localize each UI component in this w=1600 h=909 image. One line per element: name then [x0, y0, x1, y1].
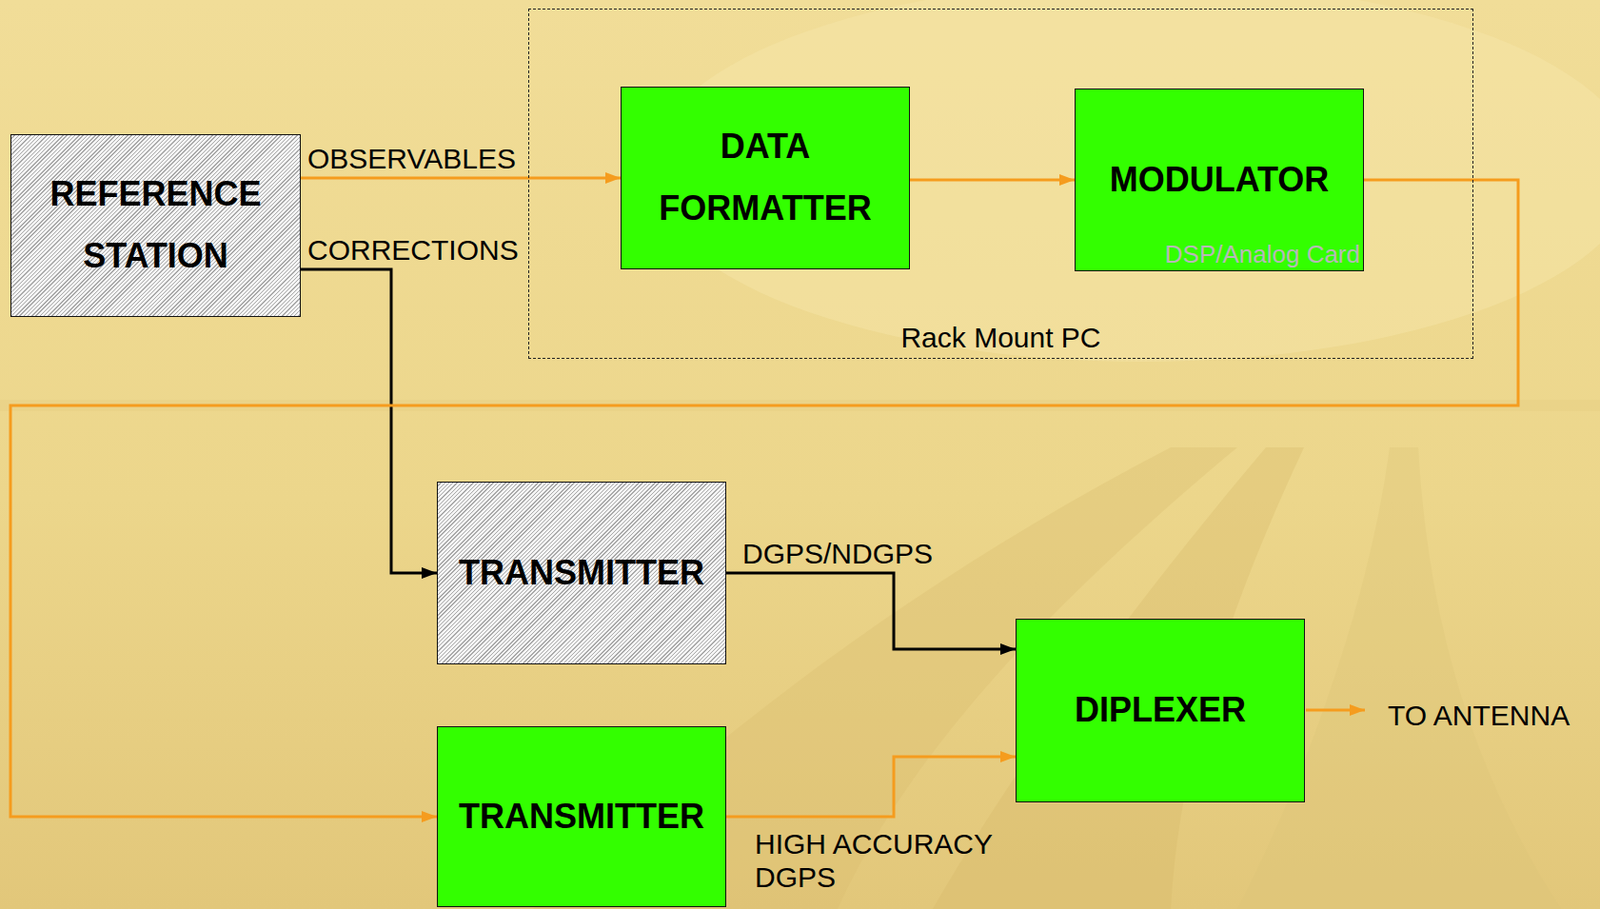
transmitter-box: TRANSMITTER — [436, 481, 727, 665]
box-title: REFERENCE STATION — [29, 163, 282, 288]
signal-label: DGPS/NDGPS — [742, 537, 933, 572]
rack-pc-region: Rack Mount PC DATA FORMATTER MODULATOR DSP/… — [528, 8, 1474, 359]
box-title: DIPLEXER — [1074, 679, 1246, 742]
signal-label: CORRECTIONS — [307, 234, 519, 268]
modulator-box: MODULATOR DSP/Analog Card — [1074, 88, 1364, 272]
box-title: TRANSMITTER — [458, 542, 705, 605]
reference-station-box: REFERENCE STATION — [10, 134, 301, 317]
diplexer-box: DIPLEXER — [1015, 618, 1305, 803]
signal-line — [726, 572, 1016, 650]
signal-label: HIGH ACCURACY DGPS — [754, 828, 1005, 894]
transmitter-box: TRANSMITTER — [436, 726, 727, 908]
formatter-box: DATA FORMATTER — [620, 86, 910, 270]
signal-line — [300, 177, 621, 180]
box-title: DATA FORMATTER — [639, 116, 891, 240]
region-title: Rack Mount PC — [529, 321, 1473, 355]
signal-line — [909, 178, 1075, 182]
output-label: TO ANTENNA — [1387, 699, 1570, 732]
signal-label: OBSERVABLES — [307, 142, 516, 177]
signal-line — [300, 269, 437, 573]
antenna-feed-arrow — [1305, 709, 1365, 712]
box-title: MODULATOR — [1109, 149, 1330, 212]
signal-line — [726, 756, 1016, 817]
card-note: DSP/Analog Card — [1165, 239, 1361, 270]
box-title: TRANSMITTER — [458, 786, 705, 849]
